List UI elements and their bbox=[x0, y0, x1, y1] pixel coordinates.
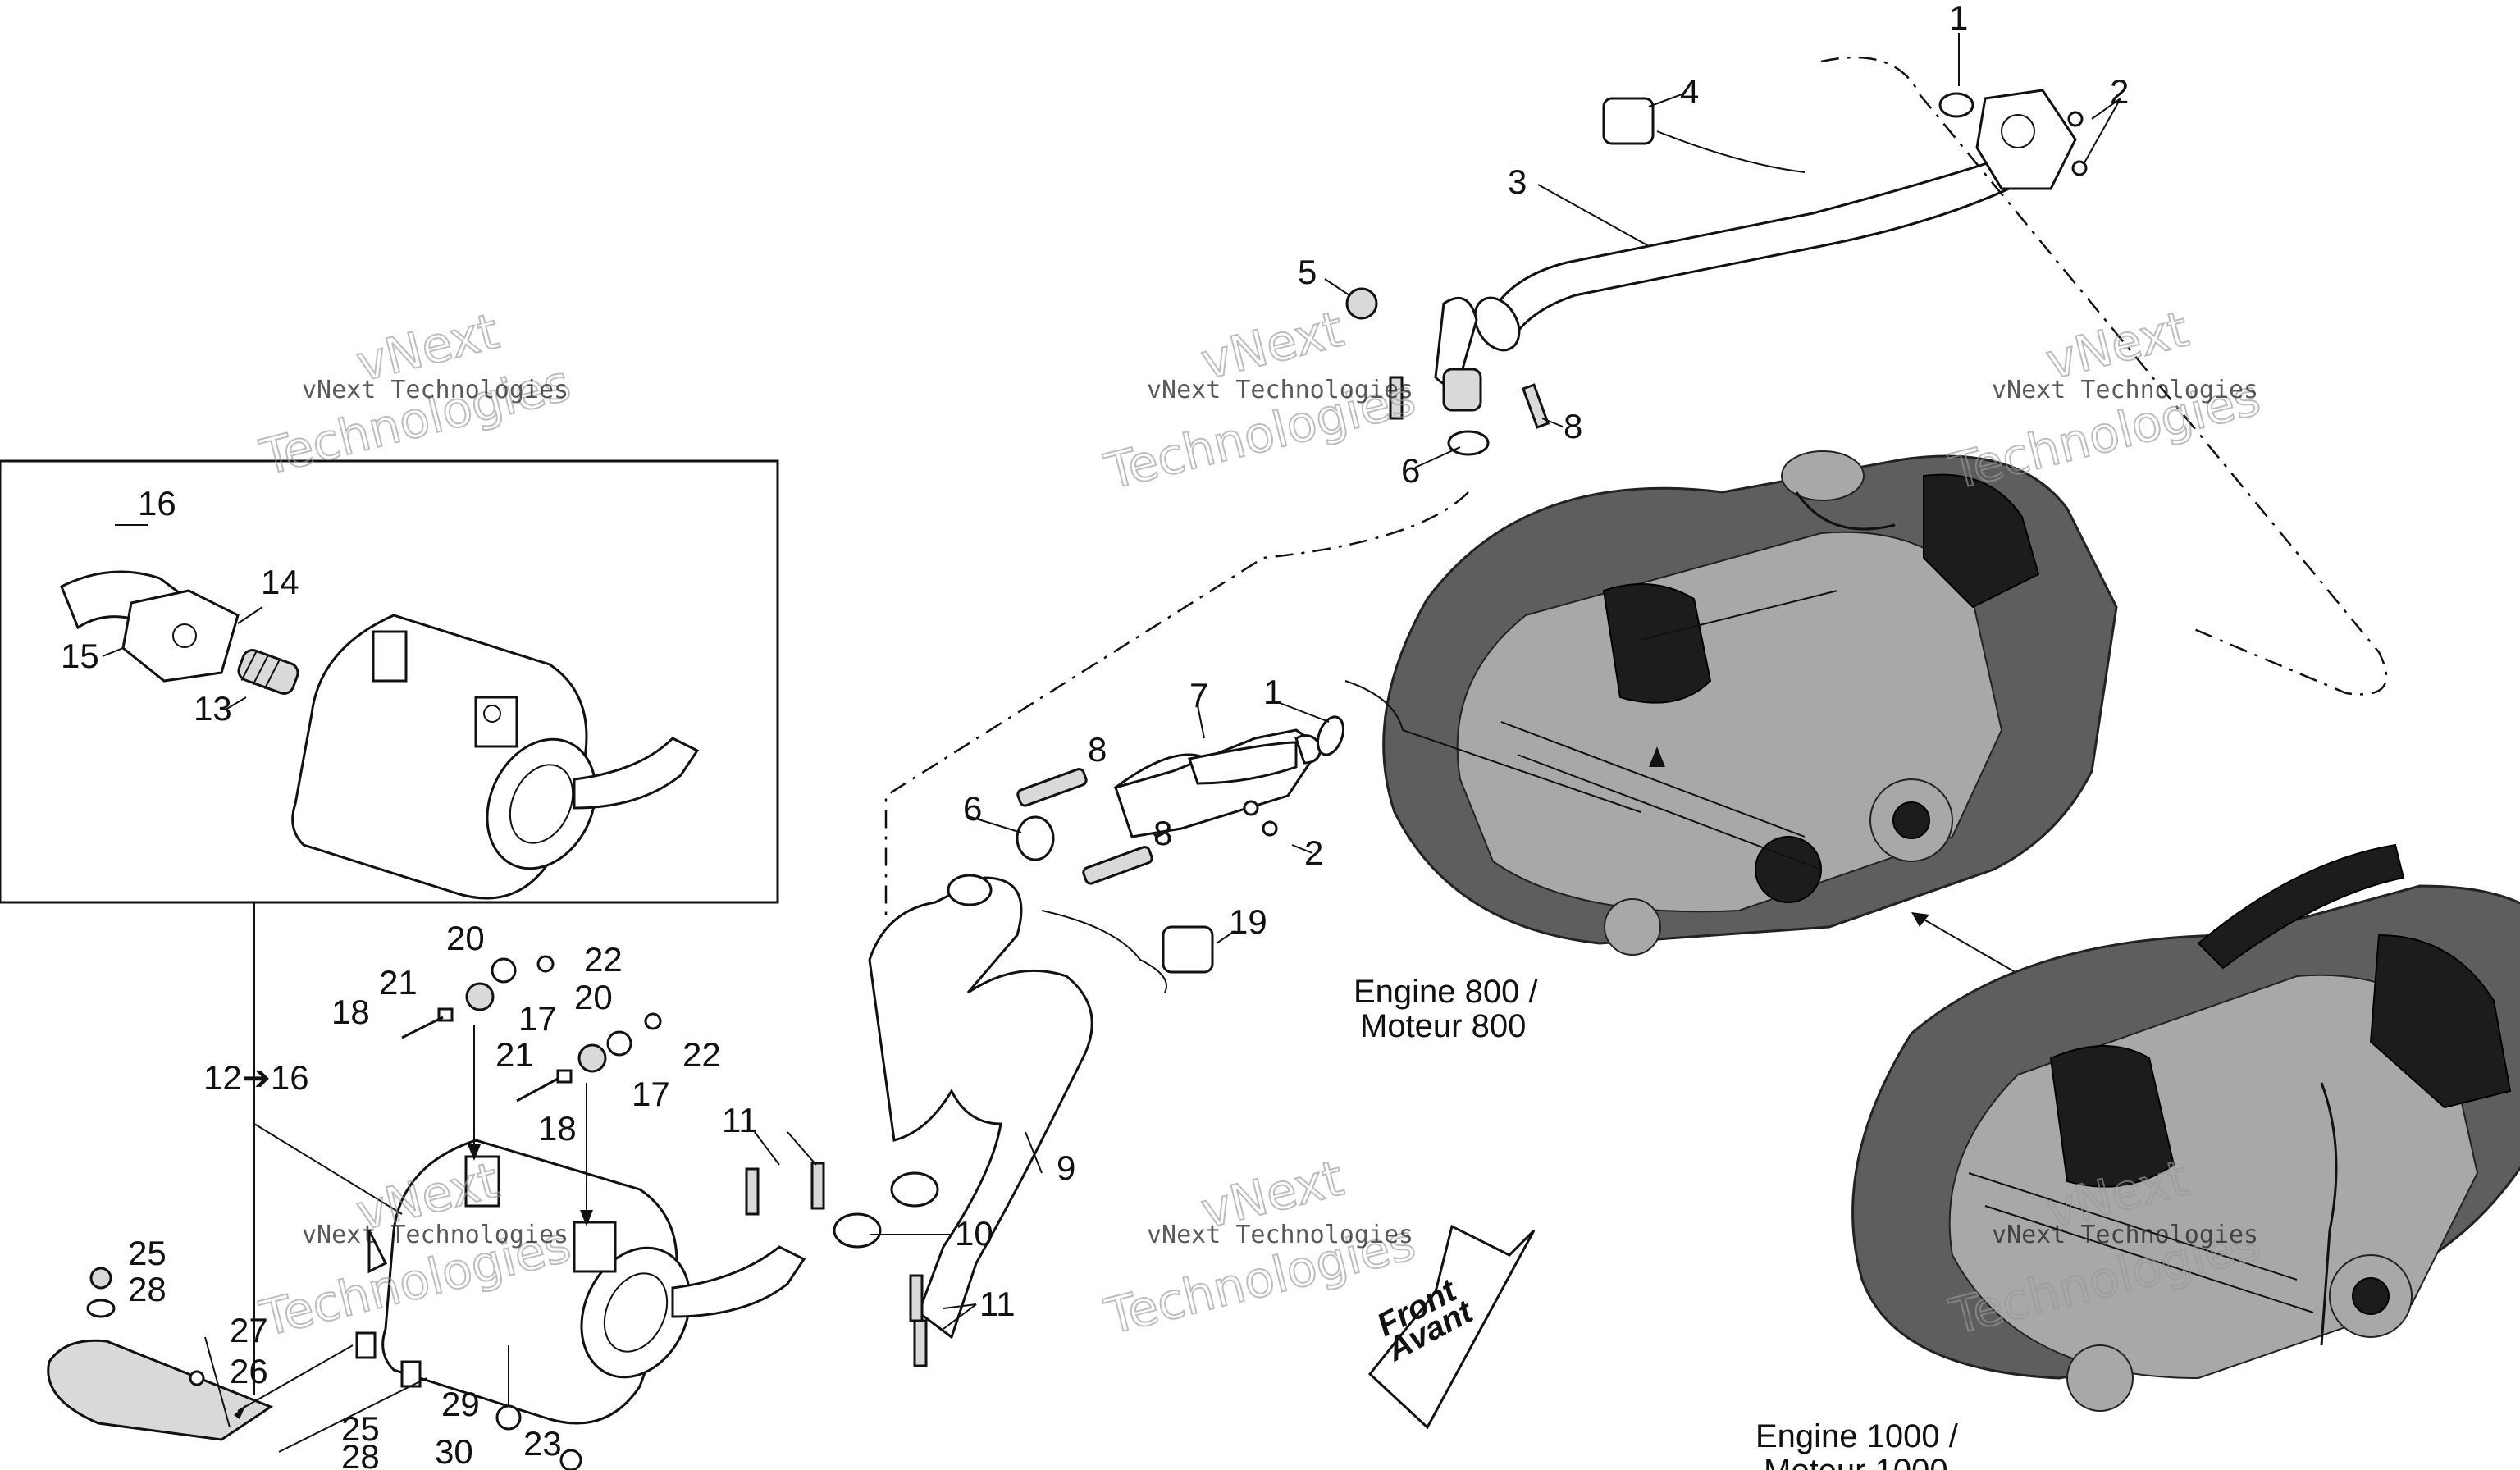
engine-800-caption-line2: Moteur 800 bbox=[1360, 1008, 1526, 1044]
callout-20-a: 20 bbox=[446, 919, 485, 957]
callout-4: 4 bbox=[1680, 72, 1699, 111]
engine-800-caption-line1: Engine 800 / bbox=[1354, 974, 1539, 1010]
callouts: 1 2 3 4 5 6 8 16 14 15 13 7 1 8 6 8 2 19… bbox=[61, 0, 2129, 1470]
callout-1-top: 1 bbox=[1949, 0, 1968, 37]
callout-11-b: 11 bbox=[979, 1285, 1016, 1323]
callout-18-a: 18 bbox=[331, 993, 370, 1031]
callout-2-top: 2 bbox=[2110, 72, 2129, 111]
callout-25-b: 25 bbox=[341, 1409, 380, 1448]
callout-23: 23 bbox=[523, 1424, 562, 1463]
callout-21-a: 21 bbox=[379, 963, 418, 1002]
callout-30: 30 bbox=[435, 1432, 473, 1470]
engine-1000-illustration bbox=[1851, 843, 2520, 1412]
callout-8-mid-a: 8 bbox=[1088, 730, 1107, 769]
engine-captions: Engine 800 / Moteur 800 Engine 1000 / Mo… bbox=[1354, 974, 1959, 1470]
callout-20-b: 20 bbox=[574, 978, 613, 1016]
callout-19: 19 bbox=[1229, 902, 1267, 941]
callout-15: 15 bbox=[61, 637, 99, 675]
inset-box bbox=[0, 459, 779, 1395]
callout-28-a: 28 bbox=[128, 1270, 167, 1308]
callout-22-a: 22 bbox=[584, 940, 623, 979]
callout-8-top: 8 bbox=[1564, 407, 1582, 445]
callout-5: 5 bbox=[1298, 253, 1317, 291]
callout-25-a: 25 bbox=[128, 1234, 167, 1272]
watermark-text: vNext Technologies bbox=[1147, 1221, 1413, 1249]
rubber-hanger-part bbox=[1602, 97, 1655, 145]
grommet-part bbox=[1345, 287, 1378, 320]
watermark-text: vNext Technologies bbox=[1992, 376, 2258, 404]
callout-17-a: 17 bbox=[518, 999, 557, 1038]
gasket-ring-part bbox=[1938, 92, 1974, 118]
callout-17-b: 17 bbox=[632, 1075, 670, 1113]
watermark-text: vNext Technologies bbox=[1992, 1221, 2258, 1249]
callout-6-top: 6 bbox=[1401, 451, 1420, 490]
callout-1-mid: 1 bbox=[1263, 673, 1282, 711]
engine-800-illustration bbox=[1344, 450, 2118, 956]
lower-muffler bbox=[47, 955, 806, 1470]
callout-12-16: 12➔16 bbox=[203, 1058, 309, 1097]
callout-6-mid: 6 bbox=[963, 789, 982, 828]
engine-1000-caption-line2: Moteur 1000 bbox=[1764, 1453, 1948, 1470]
callout-13: 13 bbox=[194, 689, 232, 728]
watermark-text: vNext Technologies bbox=[302, 376, 568, 404]
watermark-text: vNext Technologies bbox=[1147, 376, 1413, 404]
gasket-part bbox=[121, 589, 240, 682]
callout-2-mid: 2 bbox=[1304, 833, 1323, 872]
callout-18-b: 18 bbox=[538, 1109, 577, 1148]
callout-26: 26 bbox=[230, 1352, 268, 1390]
callout-22-b: 22 bbox=[682, 1035, 721, 1074]
top-exhaust-pipe bbox=[884, 33, 2388, 919]
callout-8-mid-b: 8 bbox=[1153, 814, 1172, 852]
callout-3: 3 bbox=[1508, 162, 1527, 201]
callout-14: 14 bbox=[261, 563, 299, 601]
mid-exhaust-pipes bbox=[745, 701, 1345, 1367]
callout-27: 27 bbox=[230, 1311, 268, 1349]
callout-11-a: 11 bbox=[722, 1101, 758, 1139]
callout-28-b: 28 bbox=[341, 1437, 380, 1470]
engine-1000-caption-line1: Engine 1000 / bbox=[1755, 1418, 1959, 1454]
callout-29: 29 bbox=[441, 1385, 480, 1423]
callout-7: 7 bbox=[1189, 676, 1208, 714]
callout-21-b: 21 bbox=[495, 1035, 534, 1074]
spring-part bbox=[237, 649, 299, 695]
callout-9: 9 bbox=[1057, 1148, 1075, 1187]
watermark-text: vNext Technologies bbox=[302, 1221, 568, 1249]
callout-16-box: 16 bbox=[138, 484, 176, 523]
callout-10: 10 bbox=[955, 1214, 993, 1253]
